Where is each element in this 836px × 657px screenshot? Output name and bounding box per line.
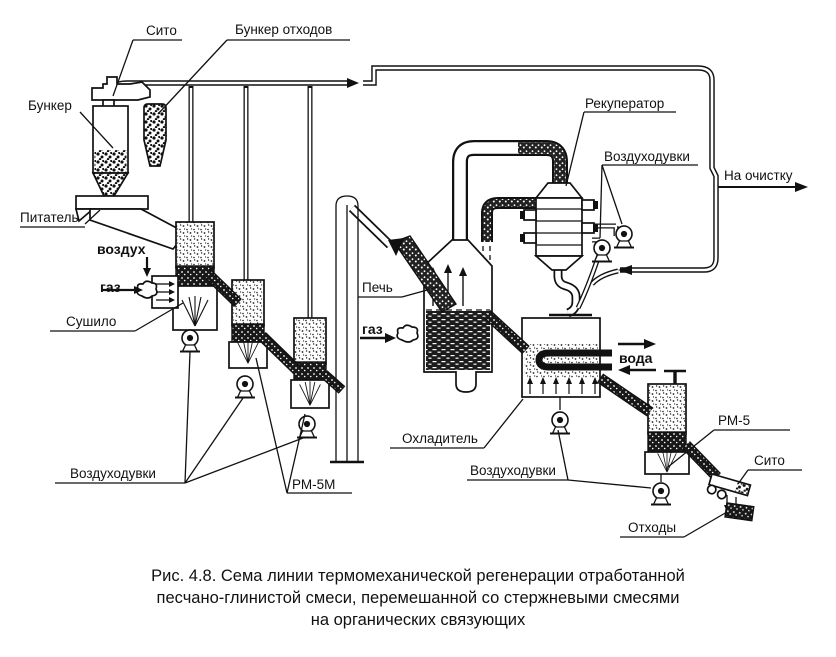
- blower-dryer: [179, 329, 201, 353]
- flow-arrows: [101, 182, 808, 375]
- water-in-arrow: [644, 339, 656, 349]
- gas-arrow-furnace: [385, 333, 396, 343]
- label-sieve-top: Сито: [146, 23, 177, 38]
- label-feeder: Питатель: [20, 210, 79, 225]
- furnace-gas-burner: [396, 324, 419, 343]
- water-out-arrow: [618, 365, 630, 375]
- blower-rm5m-1: [234, 375, 256, 399]
- main-hopper: [91, 105, 130, 197]
- label-to-cleaning: На очистку: [724, 168, 793, 183]
- label-cooler: Охладитель: [402, 431, 478, 446]
- sand-chutes: [202, 235, 721, 481]
- caption-line-1: Рис. 4.8. Сема линии термомеханической р…: [151, 567, 685, 585]
- sieve-unit-right: [706, 472, 755, 522]
- label-blowers-left: Воздуходувки: [70, 466, 156, 481]
- label-waste-bunker: Бункер отходов: [235, 22, 332, 37]
- label-blowers-bottom: Воздуходувки: [470, 463, 556, 478]
- figure-caption: Рис. 4.8. Сема линии термомеханической р…: [0, 566, 836, 631]
- rm5m-unit-1: [228, 279, 268, 369]
- label-gas-dryer: газ: [100, 279, 121, 295]
- recuperator-unit: [520, 182, 598, 271]
- caption-line-2: песчано-глинистой смеси, перемешанной со…: [156, 588, 680, 607]
- label-rm5: РМ-5: [718, 413, 750, 428]
- dust-pipework: [111, 65, 719, 322]
- label-waste: Отходы: [628, 520, 676, 535]
- dryer-unit: [136, 221, 218, 331]
- cooler-unit: [521, 317, 612, 410]
- blower-recuperator-1: [591, 239, 613, 263]
- hot-gas-flow: [518, 142, 566, 184]
- caption-line-3: на органических связующих: [310, 610, 526, 629]
- label-sieve-right: Сито: [754, 453, 785, 468]
- gas-pipework: [348, 140, 619, 318]
- label-gas-furnace: газ: [362, 321, 383, 337]
- rm5m-unit-2: [290, 317, 330, 409]
- labels: Сито Бункер отходов Бункер Питатель возд…: [20, 22, 793, 535]
- air-arrow: [143, 268, 151, 277]
- blower-recuperator-2: [613, 225, 635, 249]
- label-recuperator: Рекуператор: [585, 96, 664, 111]
- waste-container: [724, 502, 755, 522]
- label-rm5m: РМ-5М: [292, 477, 335, 492]
- blower-rm5: [650, 482, 672, 506]
- label-blowers-top: Воздуходувки: [604, 149, 690, 164]
- label-air: воздух: [97, 241, 146, 257]
- rm5-unit: [644, 369, 690, 482]
- label-dryer: Сушило: [66, 314, 116, 329]
- furnace-unit: [396, 239, 493, 393]
- label-water: вода: [619, 350, 653, 366]
- flow-arrow-manifold: [347, 78, 359, 88]
- leader-lines: [20, 39, 802, 538]
- process-diagram: Сито Бункер отходов Бункер Питатель возд…: [20, 22, 808, 538]
- elevator-duct: [330, 195, 364, 464]
- label-furnace: Печь: [362, 280, 393, 295]
- gas-arrow-dryer: [134, 286, 143, 294]
- blower-cooler: [549, 411, 571, 435]
- waste-hopper: [143, 103, 167, 167]
- to-cleaning-arrow: [795, 182, 808, 192]
- flow-arrow-exhaust: [618, 265, 632, 275]
- label-bunker: Бункер: [28, 98, 72, 113]
- water-coil: [535, 349, 612, 371]
